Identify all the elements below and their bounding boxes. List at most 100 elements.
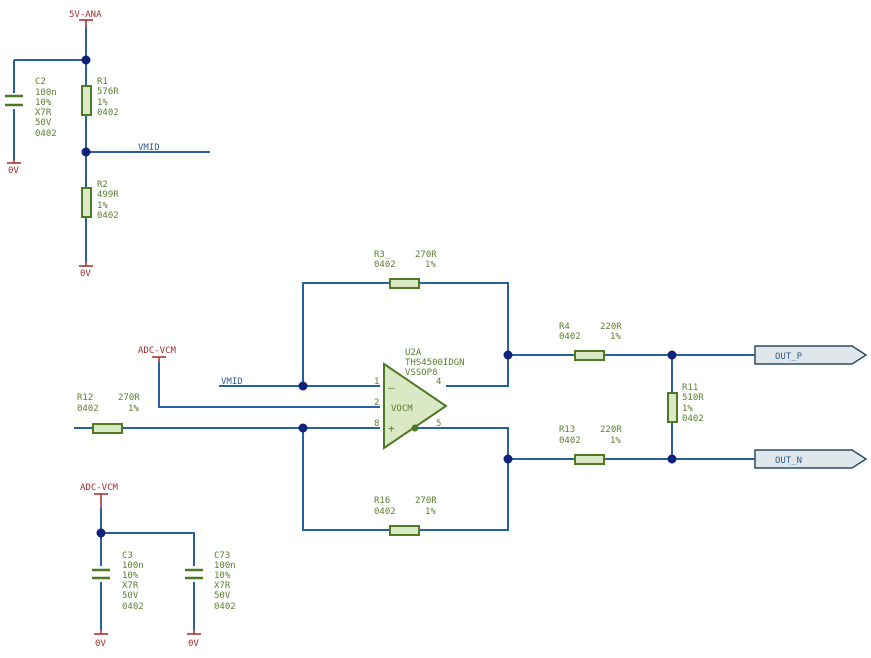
svg-text:0402: 0402	[35, 129, 57, 139]
pin-8-label: 8	[374, 419, 379, 429]
svg-text:X7R: X7R	[122, 581, 139, 591]
noninverting-input-sign: +	[388, 422, 395, 435]
svg-text:100n: 100n	[35, 88, 57, 98]
resistor-r16[interactable]: R16 270R 0402 1%	[374, 496, 437, 536]
junction	[667, 350, 677, 360]
svg-text:0402: 0402	[77, 404, 99, 414]
power-adc-vcm-amp: ADC-VCM	[138, 346, 177, 362]
opamp-output-dot	[411, 424, 419, 432]
resistor-r12[interactable]: R12 270R 0402 1%	[77, 393, 140, 434]
wire-feedback-bottom	[302, 428, 509, 531]
resistor-r3[interactable]: R3_ 270R 0402 1%	[374, 250, 437, 289]
svg-text:X7R: X7R	[214, 581, 231, 591]
svg-text:270R: 270R	[415, 250, 437, 260]
port-out-p[interactable]: OUT_P	[754, 345, 868, 365]
svg-text:270R: 270R	[118, 393, 140, 403]
svg-text:OUT_N: OUT_N	[775, 456, 802, 466]
svg-text:1%: 1%	[97, 98, 108, 108]
power-symbols: 5V-ANA 0V 0V ADC-VCM ADC-VCM 0V 0V	[7, 10, 201, 649]
svg-text:C2: C2	[35, 77, 46, 87]
svg-text:1%: 1%	[425, 260, 436, 270]
svg-text:1%: 1%	[128, 404, 139, 414]
wire-pin4	[446, 355, 509, 387]
svg-text:10%: 10%	[122, 571, 139, 581]
svg-text:50V: 50V	[122, 591, 139, 601]
svg-text:10%: 10%	[214, 571, 231, 581]
power-adc-vcm-decoupling: ADC-VCM	[80, 483, 119, 508]
svg-text:R11: R11	[682, 383, 698, 393]
svg-text:R4: R4	[559, 322, 570, 332]
svg-text:50V: 50V	[214, 591, 231, 601]
svg-text:C3: C3	[122, 551, 133, 561]
ground-c73: 0V	[187, 630, 201, 649]
svg-text:C73: C73	[214, 551, 230, 561]
svg-text:0402: 0402	[559, 332, 581, 342]
ground-c3: 0V	[94, 630, 108, 649]
svg-text:0402: 0402	[374, 507, 396, 517]
junction	[503, 454, 513, 464]
svg-text:510R: 510R	[682, 393, 704, 403]
svg-text:1%: 1%	[97, 201, 108, 211]
inverting-input-sign: –	[388, 381, 395, 394]
wire-pin5	[415, 427, 509, 459]
svg-text:1%: 1%	[610, 436, 621, 446]
capacitor-c2[interactable]: C2 100n 10% X7R 50V 0402	[0, 77, 57, 139]
svg-text:R2: R2	[97, 180, 108, 190]
svg-text:1%: 1%	[425, 507, 436, 517]
svg-text:R3_: R3_	[374, 250, 391, 260]
svg-text:ADC-VCM: ADC-VCM	[138, 346, 177, 356]
junctions	[81, 55, 677, 538]
svg-text:0402: 0402	[559, 436, 581, 446]
svg-text:R1: R1	[97, 77, 108, 87]
junction	[298, 381, 308, 391]
svg-text:0V: 0V	[95, 639, 106, 649]
svg-text:0V: 0V	[188, 639, 199, 649]
svg-text:THS4500IDGN: THS4500IDGN	[405, 358, 465, 368]
resistor-r2[interactable]: R2 499R 1% 0402	[81, 180, 119, 221]
svg-text:50V: 50V	[35, 118, 52, 128]
svg-text:OUT_P: OUT_P	[775, 352, 803, 362]
pin-4-label: 4	[436, 377, 441, 387]
junction	[81, 147, 91, 157]
svg-text:U2A: U2A	[405, 348, 422, 358]
svg-text:ADC-VCM: ADC-VCM	[80, 483, 119, 493]
svg-text:100n: 100n	[122, 561, 144, 571]
junction	[96, 528, 106, 538]
power-5v-ana: 5V-ANA	[69, 10, 102, 27]
svg-text:R16: R16	[374, 496, 390, 506]
resistor-r11[interactable]: R11 510R 1% 0402	[667, 383, 704, 424]
pin-2-label: 2	[374, 398, 379, 408]
svg-text:0402: 0402	[682, 414, 704, 424]
opamp-u2a[interactable]: U2A THS4500IDGN VSSOP8 1 2 8 4 5 – + VOC…	[374, 348, 465, 450]
svg-text:499R: 499R	[97, 190, 119, 200]
pin-5-label: 5	[436, 419, 441, 429]
svg-text:0V: 0V	[80, 269, 91, 279]
vocm-label: VOCM	[391, 404, 413, 414]
svg-text:100n: 100n	[214, 561, 236, 571]
svg-text:5V-ANA: 5V-ANA	[69, 10, 102, 20]
junction	[667, 454, 677, 464]
capacitor-c73[interactable]: C73 100n 10% X7R 50V 0402	[180, 551, 236, 612]
svg-text:1%: 1%	[610, 332, 621, 342]
capacitor-c3[interactable]: C3 100n 10% X7R 50V 0402	[87, 551, 144, 612]
svg-text:270R: 270R	[415, 496, 437, 506]
wires	[13, 27, 755, 630]
svg-text:0402: 0402	[97, 108, 119, 118]
svg-text:220R: 220R	[600, 425, 622, 435]
resistor-r4[interactable]: R4 220R 0402 1%	[559, 322, 622, 361]
svg-text:0402: 0402	[122, 602, 144, 612]
svg-text:10%: 10%	[35, 98, 52, 108]
svg-text:0402: 0402	[374, 260, 396, 270]
net-label-vmid-top: VMID	[138, 143, 160, 153]
resistor-r1[interactable]: R1 576R 1% 0402	[81, 77, 119, 118]
svg-text:X7R: X7R	[35, 108, 52, 118]
resistor-r13[interactable]: R13 220R 0402 1%	[559, 425, 622, 465]
ground-c2: 0V	[7, 160, 21, 176]
wire-vcm-pin2	[158, 362, 380, 408]
svg-text:0V: 0V	[8, 166, 19, 176]
svg-text:1%: 1%	[682, 404, 693, 414]
net-label-vmid-amp: VMID	[221, 377, 243, 387]
svg-text:R13: R13	[559, 425, 575, 435]
port-out-n[interactable]: OUT_N	[754, 449, 868, 469]
